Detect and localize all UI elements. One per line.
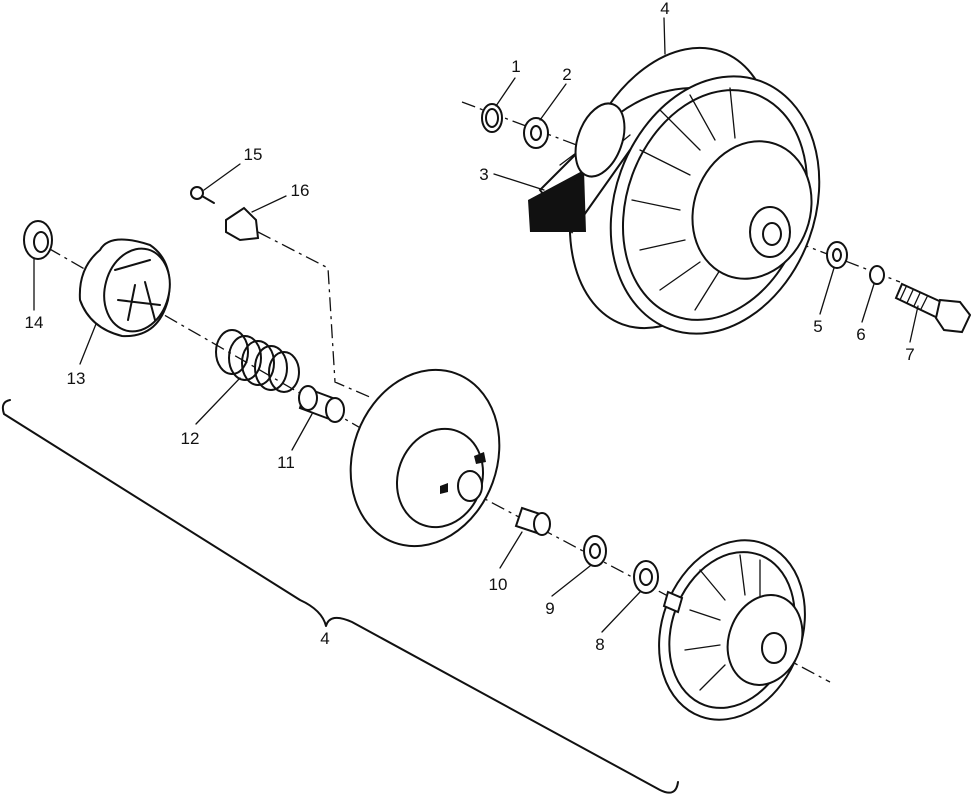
cam-spokes (631, 87, 736, 311)
callout-4-bracket: 4 (320, 629, 329, 648)
part-2-washer (523, 117, 549, 149)
fixed-sheave (658, 539, 806, 721)
sleeve-end-front (325, 397, 345, 423)
callout-11: 11 (277, 453, 295, 472)
callout-2: 2 (562, 65, 571, 84)
spring-coil-5 (268, 351, 300, 393)
leader-16 (251, 195, 287, 213)
bore-center (762, 222, 782, 246)
hub-keys (440, 452, 486, 494)
part-11-sleeve (298, 385, 345, 423)
callout-13: 13 (67, 369, 86, 388)
washer8-inner (639, 568, 653, 586)
part-5-washer (826, 241, 848, 269)
moveable-sheave (349, 368, 501, 548)
axis-line-upper-left (461, 101, 591, 151)
leader-5 (819, 267, 835, 315)
callout-15: 15 (244, 145, 263, 164)
washer-inner (530, 125, 542, 141)
bushing-inner (485, 108, 499, 128)
cam-ramps (114, 259, 161, 321)
fixed-sheave-stud (662, 590, 684, 614)
axis-line-button (257, 231, 373, 399)
part-14-ring (23, 220, 53, 260)
part-9-washer (583, 535, 607, 567)
part-12-spring (215, 329, 300, 393)
washer5-inner (832, 248, 842, 262)
part-1-bushing (481, 103, 503, 133)
rear-hub (574, 102, 626, 178)
spring-coil-1 (215, 329, 249, 375)
callout-4-top: 4 (660, 0, 669, 18)
callout-8: 8 (595, 635, 604, 654)
leader-8 (601, 591, 641, 633)
callout-7: 7 (905, 345, 914, 364)
callout-1: 1 (511, 57, 520, 76)
leader-13 (79, 323, 97, 365)
part-10-bushing (514, 506, 551, 536)
fixed-sheave-bore (761, 632, 787, 664)
belt-end (528, 170, 586, 232)
bolt-head (934, 298, 971, 334)
assembly-bracket (1, 399, 679, 794)
spring-coil-4 (254, 345, 288, 391)
part-4-assembled-clutch (528, 46, 821, 335)
callout-12: 12 (181, 429, 200, 448)
button-body (225, 206, 260, 242)
spring-coil-3 (241, 340, 275, 386)
callout-10: 10 (489, 575, 508, 594)
leader-12 (195, 377, 241, 425)
part-6-lock-washer (869, 265, 885, 285)
leader-1 (495, 77, 516, 107)
part-8-washer (633, 560, 659, 594)
part-16-button (225, 206, 260, 242)
part-15-screw (190, 186, 215, 204)
callout-5: 5 (813, 317, 822, 336)
leader-4-top (663, 17, 666, 55)
bushing10-end (533, 512, 551, 536)
leader-11 (291, 413, 313, 451)
ring-inner (33, 231, 49, 253)
part-13-cam (78, 238, 171, 338)
screw-shank (201, 195, 215, 204)
spring-coil-2 (228, 335, 262, 381)
leader-3 (493, 173, 545, 191)
screw-head (190, 186, 204, 200)
leader-10 (499, 531, 523, 569)
callout-3: 3 (479, 165, 488, 184)
leader-7 (909, 305, 919, 343)
callout-6: 6 (856, 325, 865, 344)
part-7-bolt (894, 282, 971, 334)
leader-9 (551, 565, 591, 597)
hub-bore (457, 470, 483, 502)
leader-15 (203, 163, 241, 191)
leader-2 (539, 83, 567, 121)
lockwasher-outer (869, 265, 885, 285)
washer9-inner (589, 543, 601, 559)
bolt-thread (899, 286, 928, 310)
leader-6 (861, 283, 875, 323)
callout-14: 14 (25, 313, 44, 332)
callout-9: 9 (545, 599, 554, 618)
callout-16: 16 (291, 181, 310, 200)
fixed-sheave-spokes (684, 554, 761, 691)
sleeve-end (298, 385, 318, 411)
leader-lines (33, 17, 919, 633)
